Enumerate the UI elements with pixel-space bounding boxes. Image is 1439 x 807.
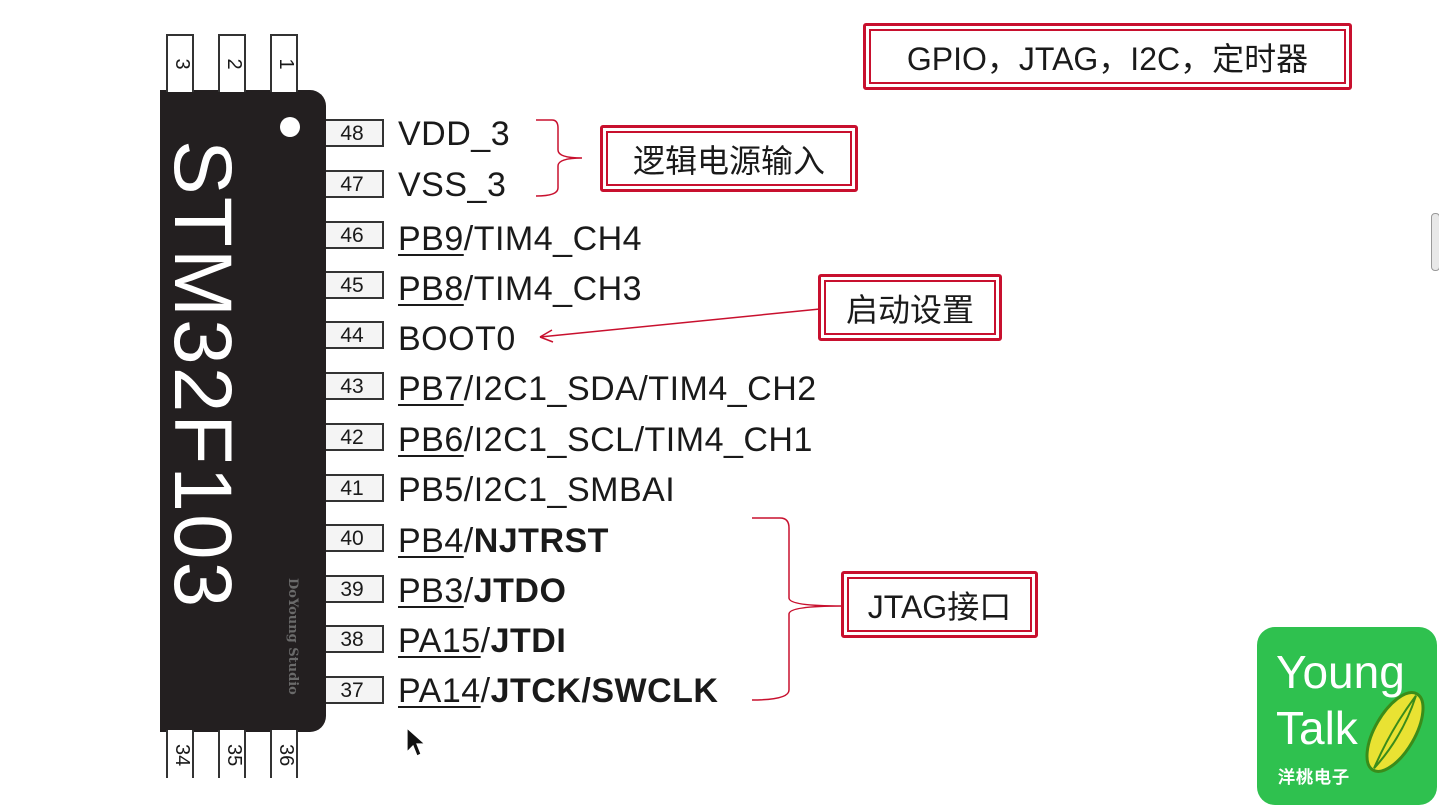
top-pin: 3: [166, 34, 194, 92]
pin-label-function: /I2C1_SCL/TIM4_CH1: [463, 421, 813, 459]
boot-annotation-text: 启动设置: [824, 280, 996, 335]
side-pin-38: 38: [326, 625, 384, 653]
logo-text-line1: Young: [1276, 646, 1405, 698]
pin-label-function: /TIM4_CH3: [463, 270, 643, 308]
pin-number: 40: [340, 527, 364, 550]
side-pin-41: 41: [326, 474, 384, 502]
pin-label: VDD_3: [398, 114, 510, 154]
jtag-annotation: JTAG接口: [841, 571, 1038, 638]
pin-label-function: VSS_3: [398, 166, 507, 204]
pin-label: PB8/TIM4_CH3: [398, 269, 642, 309]
pin-number: 41: [340, 477, 364, 500]
pin-number: 39: [340, 578, 364, 601]
pin-label: BOOT0: [398, 319, 516, 359]
side-pin-42: 42: [326, 423, 384, 451]
power-bracket: [535, 119, 583, 197]
power-annotation: 逻辑电源输入: [600, 125, 858, 192]
pin-number: 45: [340, 274, 364, 297]
pin-number: 47: [340, 173, 364, 196]
pin1-marker-dot: [280, 117, 300, 137]
pin-number: 43: [340, 375, 364, 398]
pin-label-special: JTDO: [473, 572, 567, 610]
jtag-bracket: [751, 517, 843, 701]
pin-label: PB9/TIM4_CH4: [398, 219, 642, 259]
pin-label-port: PB3: [398, 572, 464, 610]
pin-label: VSS_3: [398, 165, 506, 205]
pin-label-function: /TIM4_CH4: [463, 220, 643, 258]
pin-label-function: /: [480, 672, 491, 710]
side-pin-43: 43: [326, 372, 384, 400]
pin-label: PA14/JTCK/SWCLK: [398, 671, 719, 711]
pin-label-function: /I2C1_SDA/TIM4_CH2: [463, 370, 817, 408]
bottom-pin: 34: [166, 730, 194, 778]
pin-label-function: /: [463, 572, 474, 610]
mouse-cursor-icon: [406, 726, 427, 757]
pin-label: PB7/I2C1_SDA/TIM4_CH2: [398, 369, 817, 409]
functions-annotation: GPIO，JTAG，I2C，定时器: [863, 23, 1352, 90]
side-pin-47: 47: [326, 170, 384, 198]
boot-annotation: 启动设置: [818, 274, 1002, 341]
pin-label-function: VDD_3: [398, 115, 511, 153]
pin-label-port: PB7: [398, 370, 464, 408]
pin-label: PA15/JTDI: [398, 621, 566, 661]
pin-number: 48: [340, 122, 364, 145]
power-annotation-text: 逻辑电源输入: [606, 131, 852, 186]
side-pin-45: 45: [326, 271, 384, 299]
pin-label: PB4/NJTRST: [398, 521, 609, 561]
scrollbar-thumb[interactable]: [1431, 213, 1439, 271]
boot-arrow-line: [539, 308, 821, 338]
boot-arrow-head: [539, 329, 554, 343]
pin-label-port: PB4: [398, 522, 464, 560]
side-pin-39: 39: [326, 575, 384, 603]
pin-label: PB6/I2C1_SCL/TIM4_CH1: [398, 420, 813, 460]
pin-label-port: PB6: [398, 421, 464, 459]
pin-number: 46: [340, 224, 364, 247]
top-pin: 2: [218, 34, 246, 92]
pin-number: 42: [340, 426, 364, 449]
pin-number: 44: [340, 324, 364, 347]
pin-label-function: PB5/I2C1_SMBAI: [398, 471, 676, 509]
side-pin-40: 40: [326, 524, 384, 552]
pin-label: PB3/JTDO: [398, 571, 566, 611]
pin-label-port: PA15: [398, 622, 481, 660]
pin-label-function: /: [463, 522, 474, 560]
pin-label-special: NJTRST: [473, 522, 609, 560]
pin-number: 37: [340, 679, 364, 702]
functions-annotation-text: GPIO，JTAG，I2C，定时器: [869, 29, 1346, 84]
side-pin-46: 46: [326, 221, 384, 249]
jtag-annotation-text: JTAG接口: [847, 577, 1032, 632]
top-pin: 1: [270, 34, 298, 92]
bottom-pin: 36: [270, 730, 298, 778]
pin-label-port: PB9: [398, 220, 464, 258]
starfruit-icon: [1365, 691, 1425, 773]
pin-label: PB5/I2C1_SMBAI: [398, 470, 675, 510]
chip-body: [160, 90, 326, 732]
pin-label-port: PA14: [398, 672, 481, 710]
pin-label-function: BOOT0: [398, 320, 516, 358]
pin-label-special: JTCK/SWCLK: [490, 672, 719, 710]
side-pin-48: 48: [326, 119, 384, 147]
pin-label-special: JTDI: [490, 622, 567, 660]
logo-text-line2: Talk: [1276, 702, 1358, 754]
side-pin-37: 37: [326, 676, 384, 704]
pin-number: 38: [340, 628, 364, 651]
pin-label-port: PB8: [398, 270, 464, 308]
pin-label-function: /: [480, 622, 491, 660]
bottom-pin: 35: [218, 730, 246, 778]
side-pin-44: 44: [326, 321, 384, 349]
logo-chinese-text: 洋桃电子: [1278, 768, 1350, 787]
